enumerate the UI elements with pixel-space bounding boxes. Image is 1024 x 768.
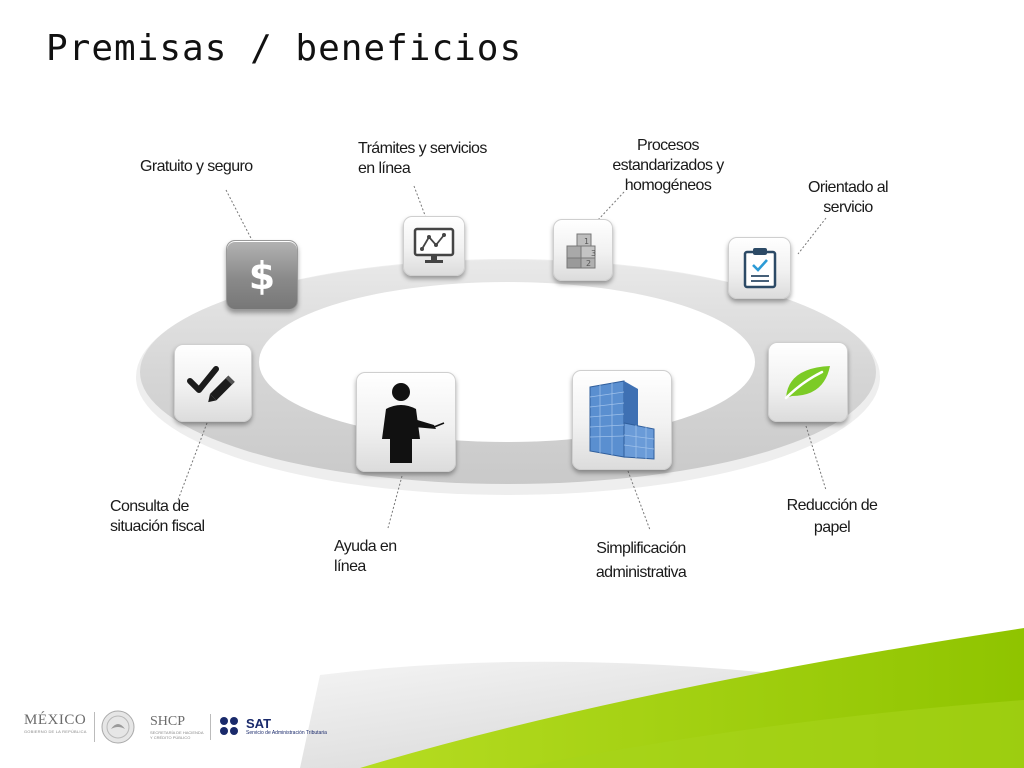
blocks-icon: 1 2 3 — [566, 233, 596, 269]
tile-simplificacion[interactable] — [572, 370, 672, 470]
presenter-icon — [382, 383, 445, 463]
building-icon — [589, 380, 655, 460]
mexico-logo-text: MÉXICO — [24, 712, 87, 728]
label-procesos: Procesos estandarizados y homogéneos — [612, 137, 724, 194]
tile-ayuda[interactable] — [356, 372, 456, 472]
tile-orientado[interactable] — [728, 237, 791, 299]
ring-inner — [259, 282, 755, 442]
shcp-logo-text: SHCP — [150, 714, 186, 729]
label-simplificacion: Simplificación administrativa — [595, 540, 687, 581]
mexico-logo: MÉXICO GOBIERNO DE LA REPÚBLICA — [24, 712, 90, 734]
sat-dots-icon — [220, 717, 238, 735]
clipboard-check-icon — [743, 248, 776, 289]
svg-text:2: 2 — [586, 259, 591, 268]
check-pencil-icon — [187, 366, 235, 403]
dollar-icon: $ — [249, 254, 275, 298]
svg-text:1: 1 — [584, 237, 589, 246]
tile-procesos[interactable]: 1 2 3 — [553, 219, 613, 281]
svg-text:$: $ — [249, 254, 275, 298]
shcp-logo-subtext-1: SECRETARÍA DE HACIENDA — [150, 730, 204, 735]
sat-logo-subtext: Servicio de Administración Tributaria — [246, 730, 327, 736]
tile-consulta[interactable] — [174, 344, 252, 422]
sat-logo-text: SAT — [246, 716, 272, 731]
shcp-logo: SHCP SECRETARÍA DE HACIENDA Y CRÉDITO PÚ… — [150, 714, 220, 740]
label-reduccion: Reducción de papel — [786, 497, 878, 536]
logo-divider-2 — [210, 714, 211, 740]
leaf-icon — [784, 366, 830, 400]
tile-gratuito[interactable]: $ — [226, 240, 298, 310]
eagle-seal-icon — [101, 710, 135, 744]
logo-divider — [94, 712, 95, 742]
label-consulta: Consulta de situación fiscal — [110, 498, 205, 535]
svg-text:3: 3 — [591, 249, 596, 258]
label-gratuito: Gratuito y seguro — [140, 158, 253, 175]
label-orientado: Orientado al servicio — [808, 179, 889, 216]
tile-reduccion[interactable] — [768, 342, 848, 422]
label-tramites: Trámites y servicios en línea — [358, 140, 487, 177]
mexico-logo-subtext: GOBIERNO DE LA REPÚBLICA — [24, 729, 87, 734]
label-ayuda: Ayuda en línea — [334, 538, 397, 575]
tile-tramites[interactable] — [403, 216, 465, 276]
slide-title: Premisas / beneficios — [46, 28, 523, 69]
shcp-logo-subtext-2: Y CRÉDITO PÚBLICO — [150, 735, 191, 740]
monitor-chart-icon — [413, 227, 455, 263]
green-band-light — [520, 700, 1024, 768]
connector-lines — [177, 185, 827, 531]
